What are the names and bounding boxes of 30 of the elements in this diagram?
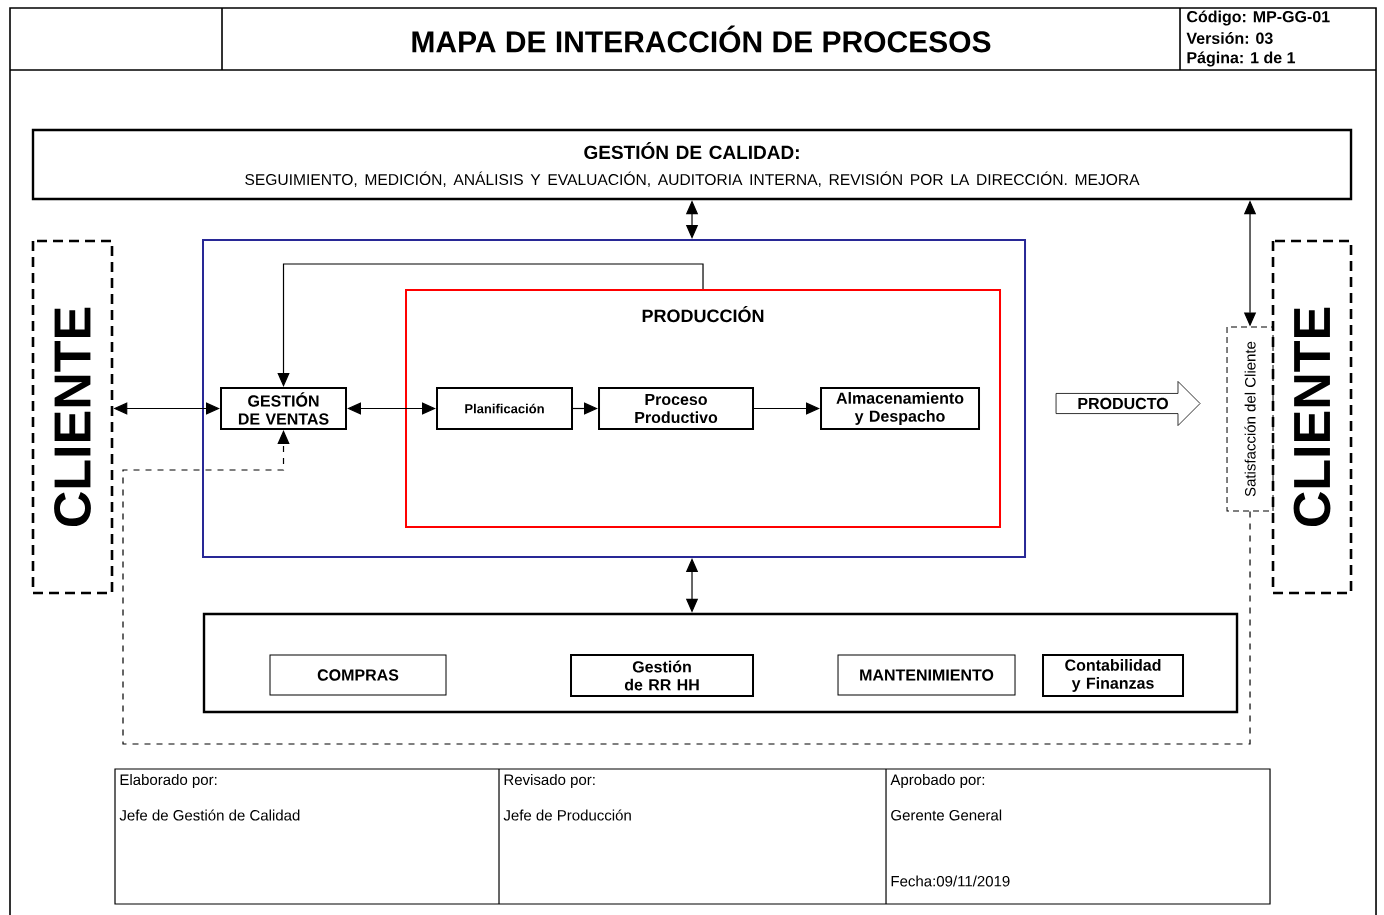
header-label: Versión: 03 <box>1186 32 1273 44</box>
support-box <box>202 612 1239 714</box>
process-container <box>202 239 1026 558</box>
table-cell: Elaborado por: <box>120 774 217 788</box>
table-cell: Jefe de Producción <box>503 809 631 821</box>
arrow <box>122 430 1251 745</box>
arrow <box>753 402 820 415</box>
process-box: Contabilidad y Finanzas <box>1042 654 1184 697</box>
arrow <box>572 402 598 415</box>
table-cell: Fecha:09/11/2019 <box>891 875 1010 887</box>
header-label: Código: MP-GG-01 <box>1187 10 1330 26</box>
table-cell: Revisado por: <box>504 774 595 788</box>
client-box: CLIENTE <box>1271 239 1353 595</box>
header-label: Página: 1 de 1 <box>1187 51 1296 67</box>
client-box: CLIENTE <box>31 239 114 595</box>
arrow <box>277 263 704 387</box>
page-title: MAPA DE INTERACCIÓN DE PROCESOS <box>412 25 991 53</box>
process-box: Gestión de RR HH <box>570 654 754 697</box>
process-box: COMPRAS <box>269 654 447 696</box>
process-box: MANTENIMIENTO <box>837 654 1016 696</box>
process-box: Planificación <box>436 387 573 430</box>
table-cell: Gerente General <box>891 809 1002 821</box>
arrow <box>347 402 436 415</box>
table-cell: Jefe de Gestión de Calidad <box>119 809 300 821</box>
satisfaction-box: Satisfacción del Cliente <box>1226 326 1274 512</box>
process-box: Proceso Productivo <box>598 387 754 430</box>
process-box: Almacenamiento y Despacho <box>820 387 980 430</box>
process-band: GESTIÓN DE CALIDAD: SEGUIMIENTO, MEDICIÓN, ANÁLISIS Y EVALUACIÓN, AUDITORIA INTERNA, REVISIÓN POR LA DIRECCIÓN. MEJORA <box>31 128 1353 201</box>
table-cell: Aprobado por: <box>890 774 985 788</box>
process-box: GESTIÓN DE VENTAS <box>220 387 347 430</box>
